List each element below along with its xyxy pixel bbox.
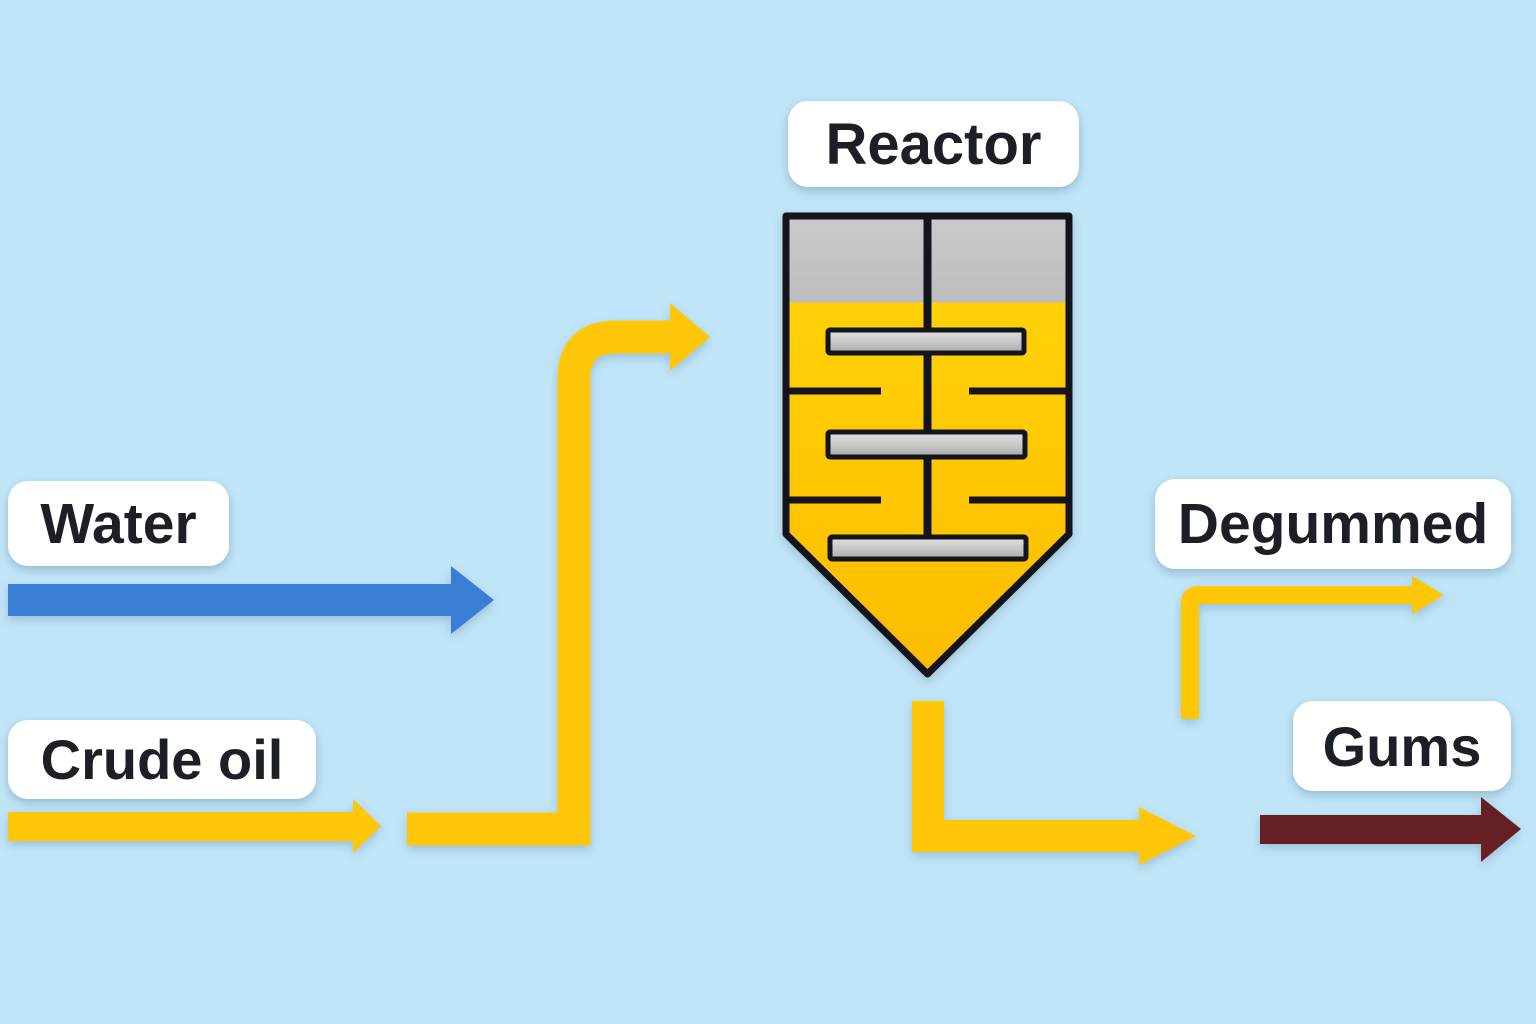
feed-pipe bbox=[407, 320, 670, 846]
water-label-text: Water bbox=[40, 491, 197, 556]
reactor-baffle-plate-3 bbox=[827, 534, 1029, 562]
gums-label: Gums bbox=[1293, 701, 1511, 791]
feed-pipe-arrow-head bbox=[670, 303, 710, 371]
reactor-label: Reactor bbox=[788, 101, 1079, 187]
crude-oil-arrow-head bbox=[353, 799, 381, 853]
gums-label-text: Gums bbox=[1322, 714, 1482, 778]
degummed-outlet-arrow bbox=[1181, 576, 1444, 719]
reactor-baffle-plate-1 bbox=[825, 327, 1027, 356]
gums-outlet-arrow bbox=[1260, 797, 1521, 862]
water-arrow-head bbox=[451, 566, 494, 634]
outlet-pipe bbox=[912, 701, 1139, 852]
crude-oil-inlet-arrow bbox=[8, 799, 381, 853]
reactor-outline bbox=[782, 212, 1073, 678]
water-label: Water bbox=[8, 481, 229, 566]
degummed-label: Degummed bbox=[1155, 479, 1511, 569]
degummed-label-text: Degummed bbox=[1177, 492, 1489, 556]
reactor-baffle-plate-2 bbox=[825, 429, 1028, 460]
gums-arrow-head bbox=[1481, 797, 1521, 862]
water-arrow-shaft bbox=[8, 584, 451, 616]
outlet-pipe-arrow-head bbox=[1139, 807, 1196, 865]
reactor-label-text: Reactor bbox=[825, 111, 1042, 177]
reactor-vessel bbox=[782, 212, 1073, 678]
gums-arrow-shaft bbox=[1260, 815, 1481, 844]
degummed-arrow-head bbox=[1412, 576, 1444, 614]
crude-oil-arrow-shaft bbox=[8, 812, 353, 841]
bottom-outlet-pipe bbox=[912, 701, 1196, 865]
degummed-arrow-pipe bbox=[1181, 586, 1412, 719]
crude-oil-label-text: Crude oil bbox=[40, 728, 284, 791]
feed-pipe-to-reactor bbox=[407, 303, 710, 846]
water-inlet-arrow bbox=[8, 566, 494, 634]
crude-oil-label: Crude oil bbox=[8, 720, 316, 799]
